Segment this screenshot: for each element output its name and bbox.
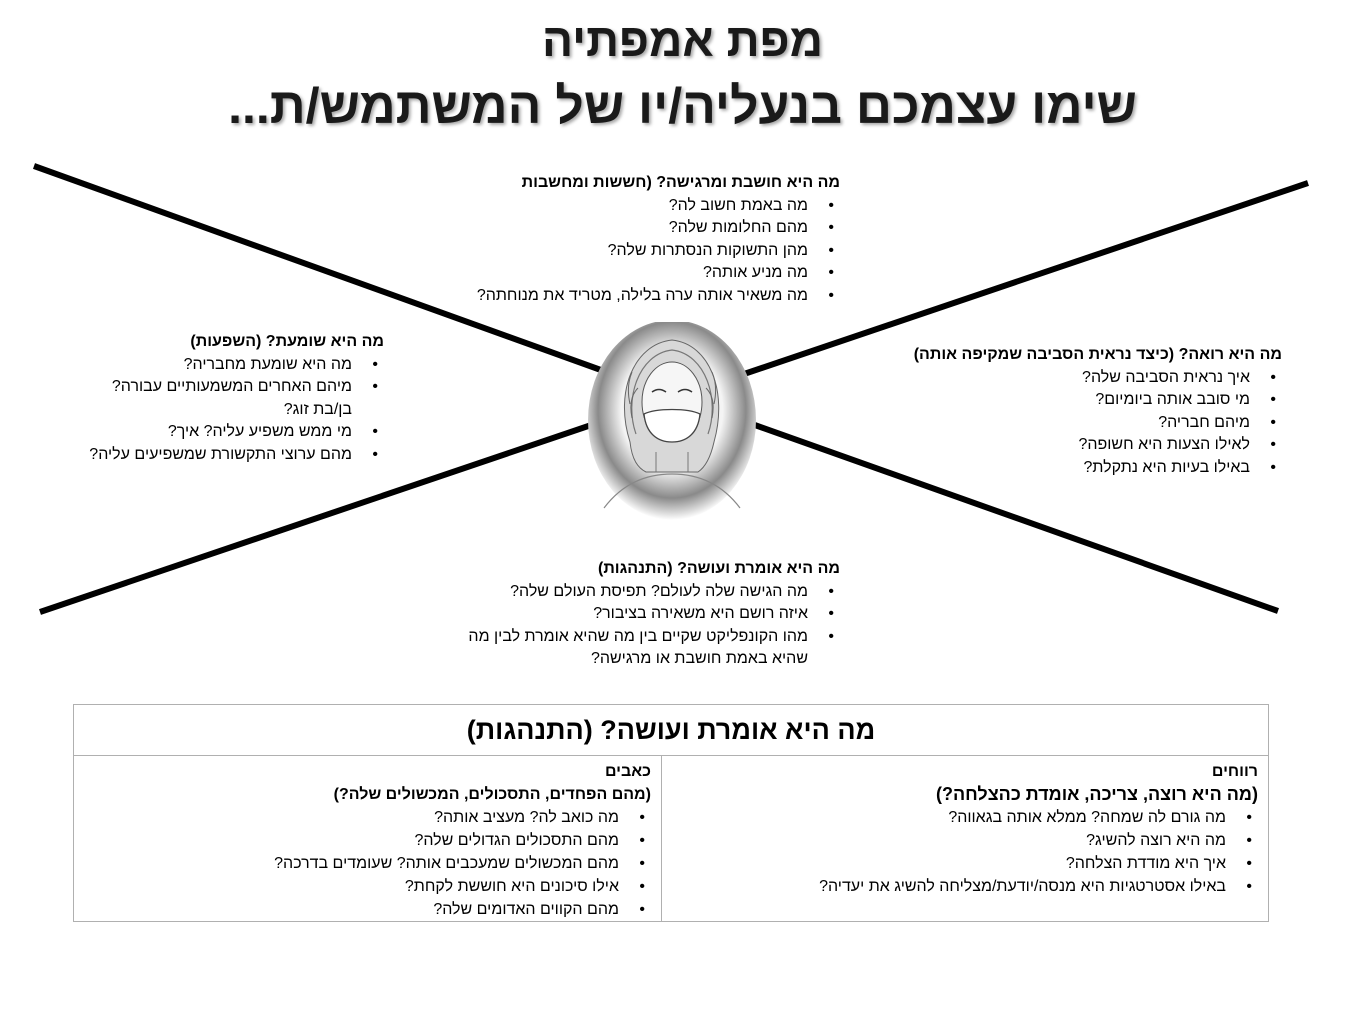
diagonal-line-bottom-right [750,421,1280,614]
section-heading: מה היא רואה? (כיצד נראית הסביבה שמקיפה א… [913,346,1282,363]
list-item: מיהם חבריה? [860,412,1276,435]
bullet-list: מה באמת חשוב לה? מהם החלומות שלה? מהן הת… [420,195,840,308]
list-item: אילו סיכונים היא חוששת לקחת? [84,875,645,898]
list-item: איך נראית הסביבה שלה? [860,367,1276,390]
list-item: מהם המכשולים שמעכבים אותה? שעומדים בדרכה… [84,852,645,875]
page-subtitle: שימו עצמכם בנעליה/יו של המשתמש/ת... [228,78,1137,134]
hears-section: מה היא שומעת? (השפעות) מה היא שומעת מחבר… [50,331,384,466]
pains-cell: כאבים (מהם הפחדים, התסכולים, המכשולים של… [73,755,662,922]
gains-cell: רווחים (מה היא רוצה, צריכה, אומדת כהצלחה… [661,755,1269,922]
bullet-list: מה היא שומעת מחבריה? מיהם האחרים המשמעות… [50,354,384,467]
list-item: מהם ערוצי התקשורת שמשפיעים עליה? [50,444,378,467]
bullet-list: מה הגישה שלה לעולם? תפיסת העולם שלה? איז… [440,581,840,671]
list-item: מה הגישה שלה לעולם? תפיסת העולם שלה? [440,581,834,604]
list-item: מי סובב אותה ביומיום? [860,389,1276,412]
list-item: מה באמת חשוב לה? [420,195,834,218]
sees-section: מה היא רואה? (כיצד נראית הסביבה שמקיפה א… [860,344,1282,479]
gains-title: רווחים [1211,763,1258,780]
pains-title: כאבים [604,763,651,780]
list-item: מיהם האחרים המשמעותיים עבורה? בן/בת זוג? [94,376,378,421]
diagonal-line-top-right [743,180,1309,377]
list-item: מה היא שומעת מחבריה? [50,354,378,377]
user-portrait [588,322,756,520]
list-item: מהם התסכולים הגדולים שלה? [84,829,645,852]
list-item: איזה רושם היא משאירה בציבור? [440,603,834,626]
bullet-list: מה גורם לה שמחה? ממלא אותה בגאווה? מה הי… [672,806,1258,898]
list-item: לאילו הצעות היא חשופה? [860,434,1276,457]
section-heading: מה היא חושבת ומרגישה? (חששות ומחשבות [521,174,840,191]
list-item: מי ממש משפיע עליה? איך? [50,421,378,444]
list-item: מהם הקווים האדומים שלה? [84,898,645,921]
diagonal-line-top-left [32,163,614,377]
bullet-list: איך נראית הסביבה שלה? מי סובב אותה ביומי… [860,367,1282,480]
diagonal-line-bottom-left [39,417,607,615]
section-heading: מה היא שומעת? (השפעות) [190,333,384,350]
gains-subtitle: (מה היא רוצה, צריכה, אומדת כהצלחה?) [936,784,1258,804]
page-title: מפת אמפתיה [541,14,823,66]
section-heading: מה היא אומרת ועושה? (התנהגות) [597,560,840,577]
list-item: מה גורם לה שמחה? ממלא אותה בגאווה? [672,806,1252,829]
table-header: מה היא אומרת ועושה? (התנהגות) [73,704,1269,756]
list-item: מה היא רוצה להשיג? [672,829,1252,852]
bullet-list: מה כואב לה? מעציב אותה? מהם התסכולים הגד… [84,806,651,921]
list-item: מה כואב לה? מעציב אותה? [84,806,645,829]
thinks-and-feels-section: מה היא חושבת ומרגישה? (חששות ומחשבות מה … [420,172,840,307]
list-item: באילו אסטרטגיות היא מנסה/יודעת/מצליחה לה… [672,875,1252,898]
list-item: באילו בעיות היא נתקלת? [860,457,1276,480]
list-item: מה משאיר אותה ערה בלילה, מטריד את מנוחתה… [420,285,834,308]
gains-pains-table: מה היא אומרת ועושה? (התנהגות) רווחים (מה… [73,704,1269,922]
list-item: מהם החלומות שלה? [420,217,834,240]
list-item: מהן התשוקות הנסתרות שלה? [420,240,834,263]
says-and-does-section: מה היא אומרת ועושה? (התנהגות) מה הגישה ש… [440,558,840,671]
pains-subtitle: (מהם הפחדים, התסכולים, המכשולים שלה?) [333,786,651,803]
list-item: מה מניע אותה? [420,262,834,285]
list-item: מהו הקונפליקט שקיים בין מה שהיא אומרת לב… [463,626,834,671]
list-item: איך היא מודדת הצלחה? [672,852,1252,875]
